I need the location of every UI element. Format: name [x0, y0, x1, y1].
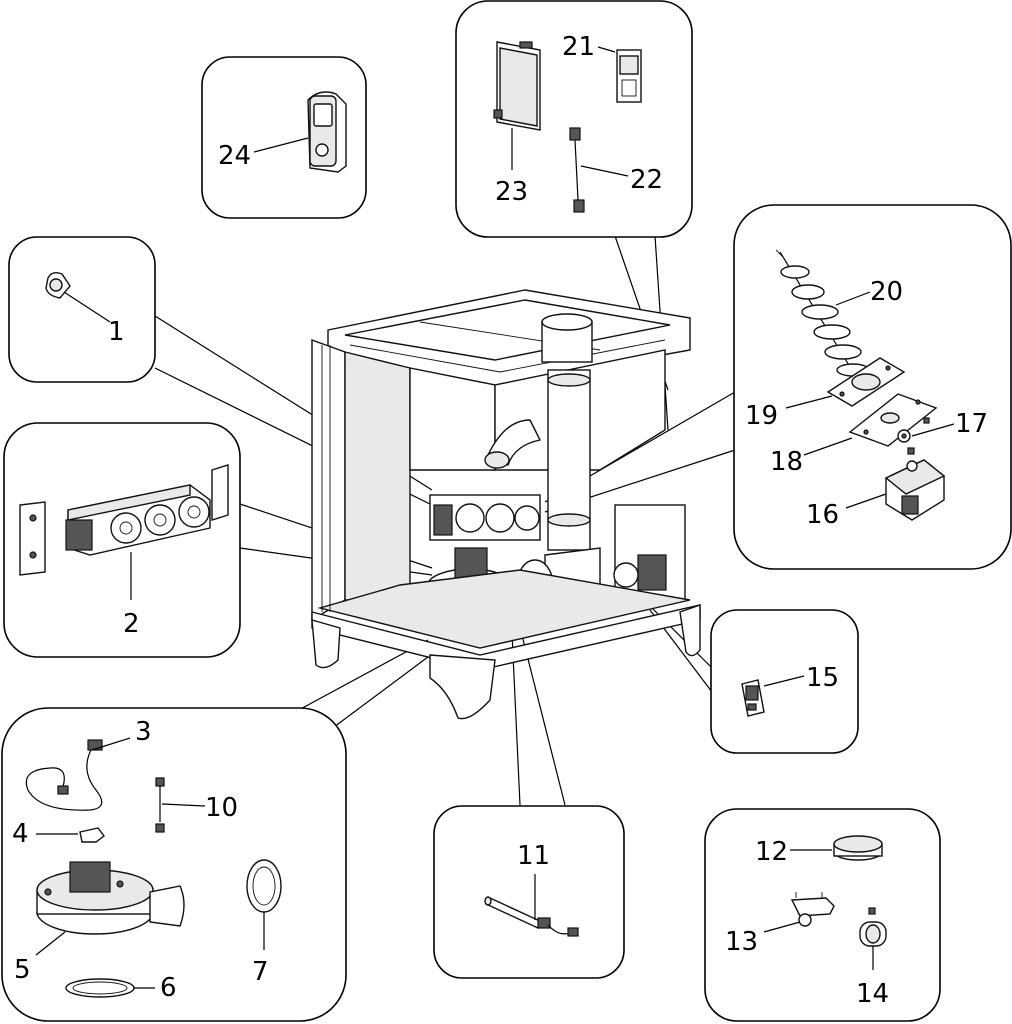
gear-motor-part — [884, 459, 946, 521]
connector-part — [79, 827, 105, 843]
stove-main-assembly — [311, 289, 701, 720]
callout-15: 15 — [806, 663, 839, 693]
callout-17: 17 — [955, 409, 988, 439]
bushing-small-part — [897, 417, 930, 455]
gasket-ring-part — [246, 859, 282, 913]
callout-13: 13 — [725, 927, 758, 957]
display-part — [616, 49, 642, 103]
callout-18: 18 — [770, 447, 803, 477]
detail-box-3-10: 3 4 5 6 7 10 — [1, 707, 347, 1022]
callout-1: 1 — [108, 317, 125, 347]
wire-harness-part — [25, 739, 103, 811]
igniter-part — [484, 896, 579, 937]
fan-module-part — [19, 464, 229, 576]
control-panel-part — [307, 91, 347, 173]
callout-20: 20 — [870, 277, 903, 307]
callout-14: 14 — [856, 979, 889, 1009]
probe-part — [155, 777, 165, 833]
detail-box-2: 2 — [3, 422, 241, 658]
bushing-part — [859, 907, 887, 947]
blower-part — [36, 861, 185, 935]
callout-11: 11 — [517, 841, 550, 871]
detail-box-16-20: 16 17 18 19 20 — [733, 204, 1012, 570]
callout-16: 16 — [806, 500, 839, 530]
callout-19: 19 — [745, 401, 778, 431]
detail-box-12-14: 12 13 14 — [704, 808, 941, 1022]
switch-part — [741, 679, 765, 717]
detail-box-24: 24 — [201, 56, 367, 219]
detail-box-11: 11 — [433, 805, 625, 979]
cable-part — [569, 127, 585, 213]
callout-22: 22 — [630, 165, 663, 195]
callout-5: 5 — [14, 955, 31, 985]
detail-box-15: 15 — [710, 609, 859, 754]
flat-gasket-part — [65, 978, 135, 998]
callout-21: 21 — [562, 32, 595, 62]
thermostat-bracket-part — [790, 892, 835, 927]
callout-12: 12 — [755, 837, 788, 867]
callout-4: 4 — [12, 819, 29, 849]
detail-box-21-23: 21 22 23 — [455, 0, 693, 238]
callout-2: 2 — [123, 609, 140, 639]
callout-23: 23 — [495, 177, 528, 207]
callout-6: 6 — [160, 973, 177, 1003]
pressure-disc-part — [833, 835, 883, 861]
callout-24: 24 — [218, 141, 251, 171]
auger-flange-part — [826, 357, 906, 407]
callout-10: 10 — [205, 793, 238, 823]
detail-box-1: 1 — [8, 236, 156, 383]
circuit-board-part — [493, 41, 541, 131]
callout-7: 7 — [252, 957, 269, 987]
motor-bracket-part — [848, 393, 938, 447]
callout-3: 3 — [135, 717, 152, 747]
